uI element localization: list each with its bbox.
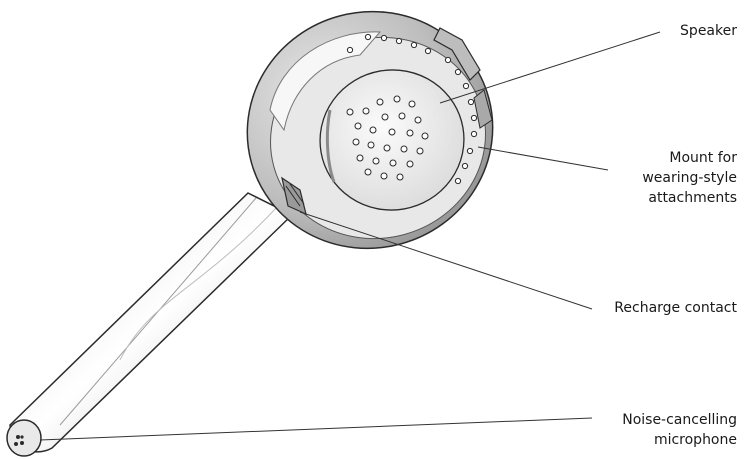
mount-holes	[346, 33, 478, 185]
label-speaker-text: Speaker	[680, 23, 737, 39]
leader-speaker	[439, 31, 661, 104]
label-recharge-text: Recharge contact	[614, 300, 737, 316]
label-microphone: Noise-cancelling microphone	[622, 410, 737, 450]
leader-mic	[39, 417, 593, 441]
label-speaker: Speaker	[680, 21, 737, 41]
microphone-tip	[6, 419, 42, 457]
label-mount-line2: wearing-style	[642, 170, 737, 186]
label-mount-line1: Mount for	[669, 150, 737, 166]
label-recharge: Recharge contact	[614, 298, 737, 318]
label-mount-line3: attachments	[648, 190, 737, 206]
boom-arm	[9, 192, 294, 453]
label-mic-line1: Noise-cancelling	[622, 412, 737, 428]
speaker-grill	[319, 69, 465, 211]
label-mount: Mount for wearing-style attachments	[642, 148, 737, 208]
leader-mount	[477, 146, 609, 171]
label-mic-line2: microphone	[653, 432, 737, 448]
leader-lines	[39, 31, 661, 441]
leader-recharge	[299, 211, 593, 310]
